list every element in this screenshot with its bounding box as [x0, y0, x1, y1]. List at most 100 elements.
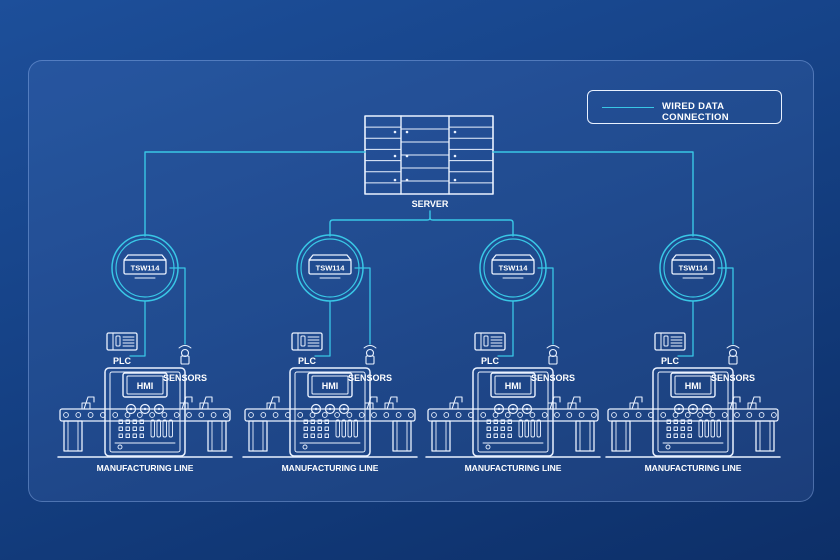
conveyor-roller	[371, 412, 377, 418]
diagram-panel	[28, 60, 814, 502]
conveyor-roller	[260, 412, 267, 418]
control-button	[324, 419, 329, 424]
control-lever	[353, 419, 358, 438]
control-lever	[347, 419, 352, 438]
control-lever	[710, 419, 715, 438]
control-button	[132, 426, 137, 431]
conveyor-roller	[136, 412, 143, 418]
conveyor-roller	[210, 412, 217, 418]
conveyor-item	[747, 402, 757, 410]
connection-switch-sensors	[537, 267, 554, 345]
control-button	[673, 426, 678, 431]
control-button	[493, 426, 498, 431]
control-lever	[162, 419, 167, 438]
control-button	[139, 433, 144, 438]
conveyor-belt	[607, 408, 779, 422]
conveyor-item	[449, 402, 459, 410]
control-button	[493, 433, 498, 438]
manufacturing-line-label: MANUFACTURING LINE	[282, 463, 379, 473]
conveyor-item	[629, 402, 639, 410]
plc-icon	[106, 332, 138, 351]
plc-icon	[300, 335, 306, 347]
conveyor-roller	[334, 412, 340, 418]
gauge-dial	[507, 403, 519, 415]
conveyor-belt	[59, 408, 231, 422]
control-button	[673, 419, 678, 424]
control-button	[666, 419, 671, 424]
hmi-label: HMI	[137, 381, 154, 391]
conveyor-item	[384, 402, 394, 410]
control-button	[303, 419, 308, 424]
manufacturing-line-label: MANUFACTURING LINE	[465, 463, 562, 473]
machine-cabinet	[472, 367, 554, 457]
control-button	[132, 433, 137, 438]
server-led	[393, 178, 397, 182]
gauge-dial	[310, 403, 322, 415]
plc-icon	[654, 332, 686, 351]
control-lever	[530, 419, 535, 438]
control-button	[125, 419, 130, 424]
control-button	[303, 433, 308, 438]
conveyor-item	[81, 402, 91, 410]
connection-server-switch-1	[144, 151, 366, 237]
control-button	[666, 433, 671, 438]
server	[364, 115, 494, 195]
conveyor-roller	[709, 412, 716, 418]
conveyor-roller	[248, 412, 254, 418]
sensor-icon	[726, 345, 740, 349]
switch-model-label: TSW114	[679, 264, 709, 273]
gauge-dial	[328, 407, 332, 411]
conveyor-roller	[75, 412, 82, 418]
machine-cabinet	[109, 371, 181, 453]
gauge-dial	[705, 407, 709, 411]
connection-server-switch-4	[492, 151, 694, 237]
sensor-icon	[178, 345, 192, 349]
control-button	[118, 426, 123, 431]
cabinet-knob	[485, 444, 491, 450]
server-led	[405, 154, 409, 158]
gauge-dial	[677, 407, 681, 411]
control-button	[324, 426, 329, 431]
control-lever	[341, 419, 346, 438]
server-led	[453, 178, 457, 182]
control-button	[310, 433, 315, 438]
conveyor-roller	[186, 412, 192, 418]
conveyor-roller	[173, 412, 180, 418]
gauge-dial	[691, 407, 695, 411]
gauge-dial	[324, 403, 336, 415]
switch-model-label: TSW114	[499, 264, 529, 273]
machine-cabinet	[294, 371, 366, 453]
conveyor-roller	[771, 412, 777, 418]
server-led	[453, 130, 457, 134]
control-button	[500, 419, 505, 424]
conveyor-roller	[443, 412, 450, 418]
connection-server-switch-3	[429, 217, 514, 237]
control-button	[139, 426, 144, 431]
control-lever	[150, 419, 155, 438]
control-lever	[716, 419, 721, 438]
gauge-dial	[493, 403, 505, 415]
control-button	[118, 433, 123, 438]
control-button	[303, 426, 308, 431]
machine-cabinet	[477, 371, 549, 453]
switch-device	[123, 259, 167, 275]
conveyor-roller	[383, 412, 390, 418]
plc-label: PLC	[481, 356, 500, 366]
conveyor-roller	[517, 412, 523, 418]
conveyor-leg	[575, 420, 595, 452]
gauge-dial	[125, 403, 137, 415]
server-label: SERVER	[412, 199, 449, 209]
gauge-dial	[673, 403, 685, 415]
gauge-dial	[157, 407, 161, 411]
conveyor-item	[266, 402, 276, 410]
hmi-screen	[307, 372, 353, 398]
connection-switch-plc	[314, 300, 331, 357]
conveyor-roller	[149, 412, 155, 418]
gauge-dial	[511, 407, 515, 411]
conveyor-roller	[297, 412, 304, 418]
switch-device	[491, 254, 535, 261]
connections	[144, 151, 694, 237]
conveyor-roller	[529, 412, 536, 418]
conveyor-roller	[684, 412, 691, 418]
